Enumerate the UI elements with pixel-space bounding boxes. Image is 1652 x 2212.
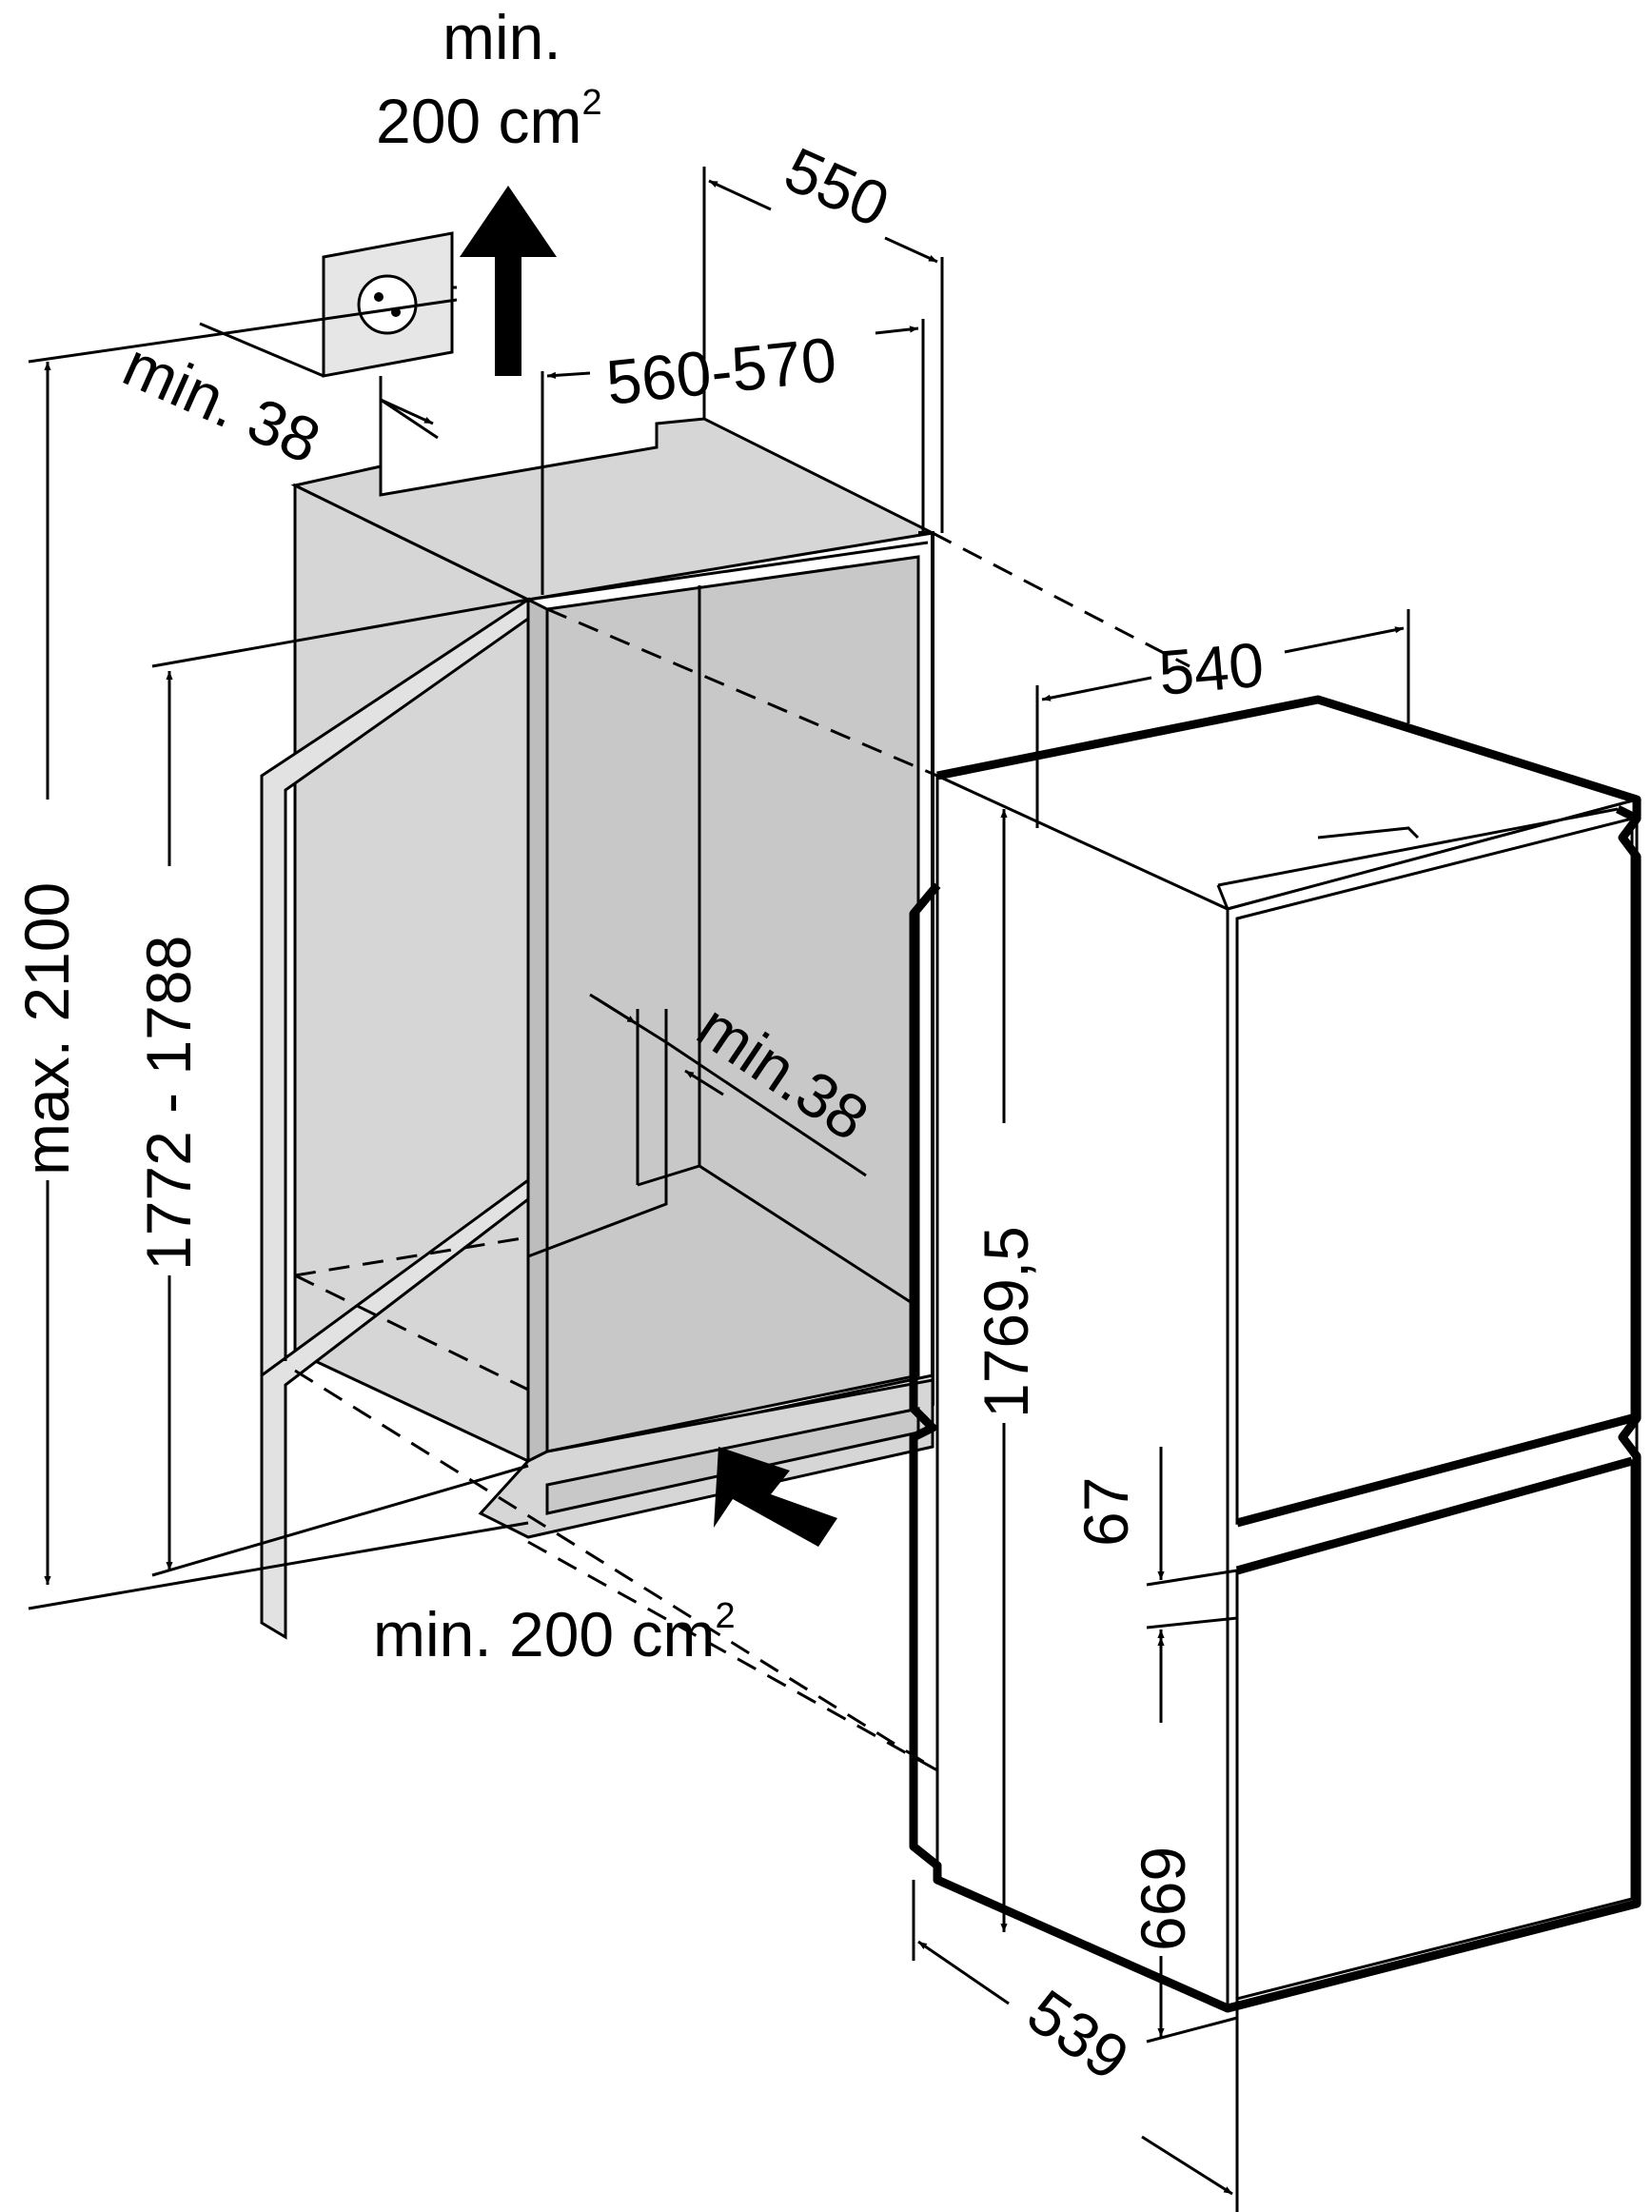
alignment-lines bbox=[294, 531, 1190, 1772]
depth-550-label: 550 bbox=[775, 133, 899, 240]
power-socket bbox=[322, 231, 457, 485]
socket-gap-min38-label: min. 38 bbox=[113, 328, 330, 477]
niche-inner-left bbox=[526, 597, 549, 1464]
height-669-label: 669 bbox=[1128, 1847, 1198, 1951]
width-540-label: 540 bbox=[1156, 629, 1267, 708]
gap-67-label: 67 bbox=[1071, 1477, 1141, 1547]
bottom-vent-label: min. 200 cm2 bbox=[373, 1596, 736, 1669]
appliance bbox=[909, 695, 1642, 2013]
appliance-front bbox=[1226, 798, 1639, 2010]
niche-cabinet bbox=[260, 417, 937, 1640]
dimension-lines bbox=[28, 167, 1410, 2212]
max-2100-label: max. 2100 bbox=[11, 882, 82, 1175]
top-vent-min-label: min. bbox=[442, 2, 561, 72]
niche-door-lower bbox=[260, 1177, 530, 1640]
height-1769-5-label: 1769,5 bbox=[971, 1226, 1041, 1418]
airflow-in-arrow-icon bbox=[714, 1447, 837, 1547]
height-1772-1788-label: 1772 - 1788 bbox=[133, 936, 204, 1271]
width-560-570-label: 560-570 bbox=[603, 324, 840, 418]
airflow-up-arrow-icon bbox=[460, 186, 557, 376]
top-vent-area-label: 200 cm2 bbox=[376, 83, 602, 156]
depth-539-label: 539 bbox=[1015, 1976, 1142, 2094]
